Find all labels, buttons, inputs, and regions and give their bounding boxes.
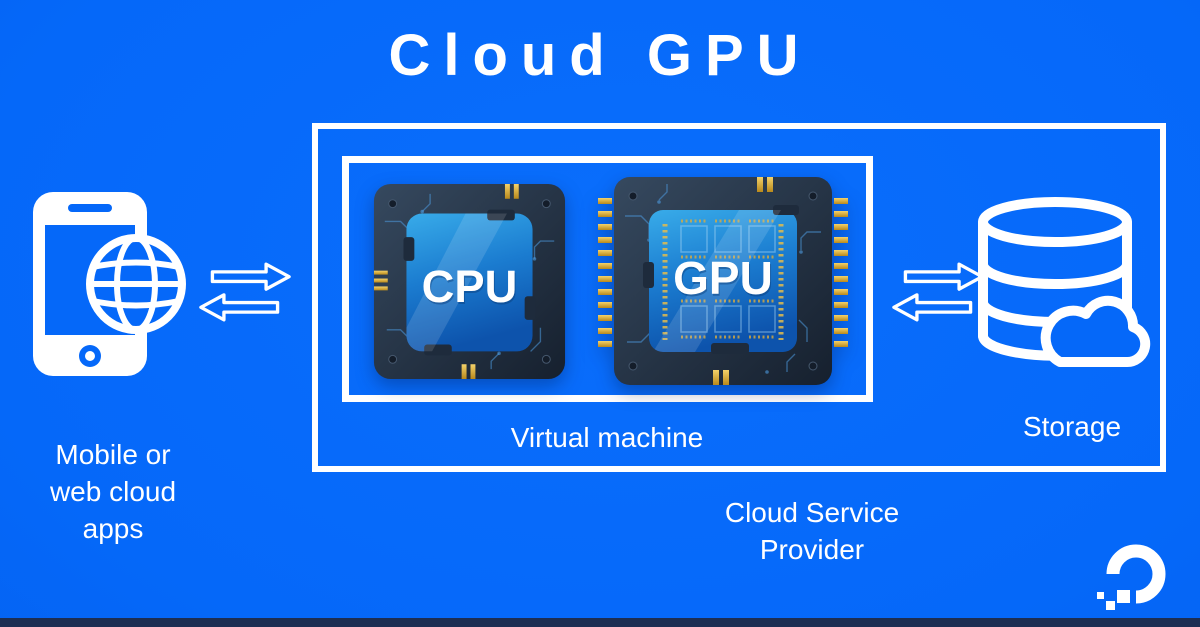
mobile-web-apps-icon bbox=[33, 192, 186, 376]
cpu-label: CPU bbox=[422, 261, 518, 312]
bidirectional-arrow-icon-right bbox=[892, 262, 984, 322]
bidirectional-arrow-icon-left bbox=[199, 262, 291, 322]
gpu-die-notches bbox=[643, 205, 799, 354]
storage-label: Storage bbox=[1022, 411, 1122, 442]
do-ring bbox=[1106, 544, 1166, 604]
gpu-side-pins bbox=[598, 198, 848, 347]
footer-bar bbox=[0, 618, 1200, 627]
cpu-die-shine bbox=[406, 213, 507, 352]
gpu-chip: GPU GPU bbox=[598, 177, 848, 385]
cpu-gold-pins bbox=[373, 183, 519, 380]
cloud-overlay-icon bbox=[1040, 295, 1151, 368]
gpu-die-pin-dots bbox=[662, 224, 784, 340]
virtual-machine-box bbox=[342, 156, 873, 402]
cpu-die-notches bbox=[403, 209, 536, 356]
cpu-die bbox=[406, 213, 533, 352]
arrow-right-glyph bbox=[210, 262, 291, 291]
database-cloud-icon bbox=[978, 197, 1151, 368]
arrow-left-glyph bbox=[199, 293, 280, 322]
do-pixel-squares bbox=[1097, 590, 1130, 610]
cloud-service-provider-label: Cloud Service Provider bbox=[724, 497, 900, 565]
cpu-chip: CPU CPU bbox=[373, 183, 566, 380]
digitalocean-logo bbox=[1097, 544, 1166, 610]
page-title: Cloud GPU bbox=[388, 23, 812, 88]
gpu-die bbox=[649, 210, 797, 352]
gpu-top-bottom-pins bbox=[713, 177, 773, 385]
gpu-label: GPU bbox=[673, 252, 773, 304]
arrow-right-glyph bbox=[903, 262, 984, 291]
gpu-circuit-traces bbox=[625, 184, 821, 372]
phone-speaker bbox=[68, 204, 112, 212]
globe-icon bbox=[86, 234, 186, 334]
mobile-apps-label: Mobile or web cloud apps bbox=[49, 439, 177, 544]
gpu-die-core-grid bbox=[680, 225, 776, 333]
arrow-left-glyph bbox=[892, 293, 973, 322]
gpu-corner-screws bbox=[628, 191, 818, 371]
cpu-corner-screws bbox=[388, 199, 551, 364]
cpu-label-shadow: CPU bbox=[423, 263, 519, 314]
virtual-machine-label: Virtual machine bbox=[510, 422, 704, 453]
gpu-die-shine bbox=[653, 210, 781, 352]
gpu-label-shadow: GPU bbox=[674, 254, 774, 306]
cloud-service-provider-box bbox=[312, 123, 1166, 472]
